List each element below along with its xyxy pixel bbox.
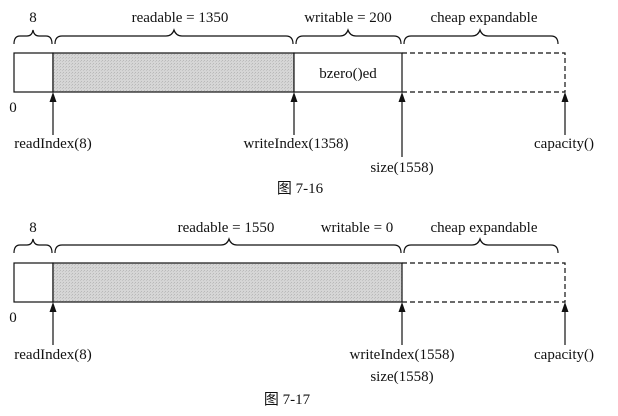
readable-label: readable = 1550 (178, 220, 275, 236)
writable-label: writable = 0 (321, 220, 394, 236)
figure-7-17: 8 readable = 1550 writable = 0 cheap exp… (9, 220, 594, 408)
read-index-arrow (49, 92, 57, 135)
prependable-segment (13, 262, 54, 303)
figure-caption: 图 7-16 (277, 180, 324, 197)
readable-segment (52, 52, 295, 93)
capacity-label: capacity() (534, 136, 594, 152)
write-index-arrow (290, 92, 298, 135)
cheap-expandable-brace (403, 28, 559, 45)
figure-7-16: 8 readable = 1350 writable = 200 cheap e… (9, 10, 594, 197)
read-index-arrow (49, 302, 57, 345)
prefix-label: 8 (29, 220, 37, 236)
cheap-expandable-label: cheap expandable (430, 10, 537, 26)
cheap-expandable-brace (403, 237, 559, 254)
size-label: size(1558) (370, 160, 433, 176)
prefix-label: 8 (29, 10, 37, 26)
prefix-brace (13, 238, 53, 254)
capacity-arrow (561, 302, 569, 345)
origin-label: 0 (9, 310, 17, 326)
cheap-expandable-segment (402, 52, 566, 93)
capacity-label: capacity() (534, 347, 594, 363)
origin-label: 0 (9, 100, 17, 116)
readable-brace (54, 28, 294, 45)
bzero-label: bzero()ed (319, 66, 377, 82)
readable-label: readable = 1350 (132, 10, 229, 26)
figure-caption: 图 7-17 (264, 391, 311, 408)
readable-brace (54, 237, 402, 254)
write-index-label: writeIndex(1358) (244, 136, 349, 152)
cheap-expandable-label: cheap expandable (430, 220, 537, 236)
size-arrow (398, 92, 406, 157)
readable-segment (52, 262, 403, 303)
capacity-arrow (561, 92, 569, 135)
read-index-label: readIndex(8) (14, 136, 91, 152)
cheap-expandable-segment (402, 262, 566, 303)
prependable-segment (13, 52, 54, 93)
write-index-arrow (398, 302, 406, 345)
writable-label: writable = 200 (304, 10, 392, 26)
writable-segment (293, 52, 403, 93)
write-index-label: writeIndex(1558) (350, 347, 455, 363)
prefix-brace (13, 29, 53, 45)
size-label: size(1558) (370, 369, 433, 385)
read-index-label: readIndex(8) (14, 347, 91, 363)
writable-brace (295, 28, 402, 45)
